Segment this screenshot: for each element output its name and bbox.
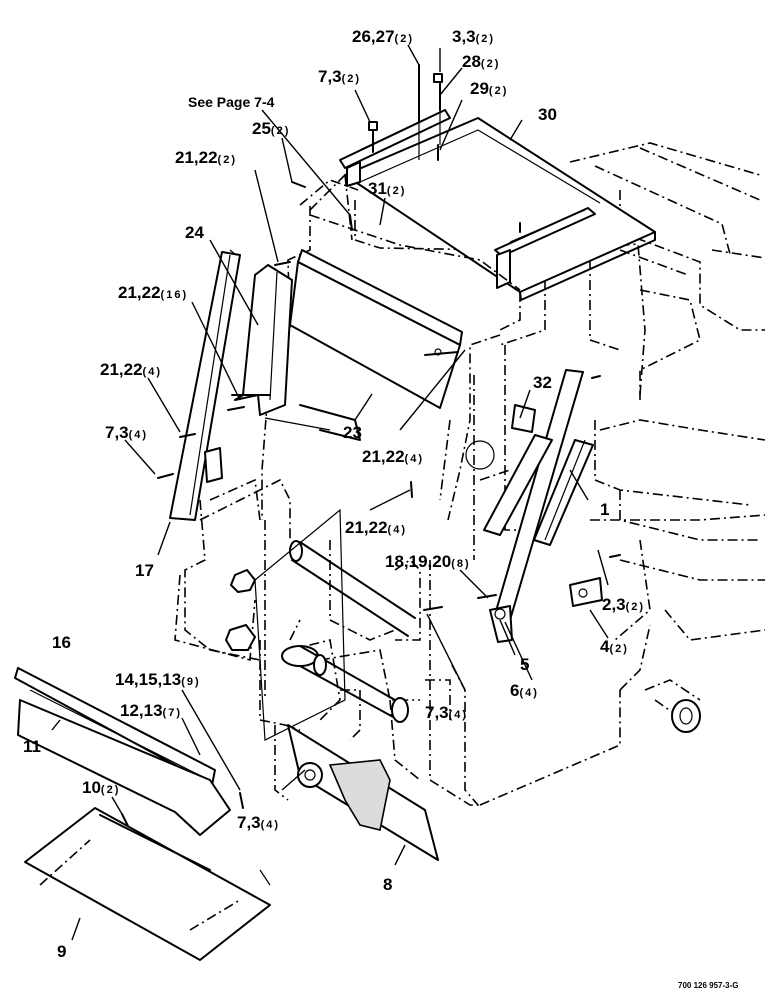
- callout-4: 4(2): [600, 637, 629, 656]
- brace-lower: [264, 404, 361, 441]
- shield-23: [289, 249, 463, 409]
- callout-labels: 26,27(2) 3,3(2) 28(2) 7,3(2) 29(2) 30 Se…: [23, 27, 739, 990]
- callout-32: 32: [533, 373, 552, 392]
- bracket-4: [569, 577, 603, 607]
- callout-21-22-c: 21,22(4): [100, 360, 162, 379]
- center-plate: [254, 508, 346, 741]
- callout-17: 17: [135, 561, 154, 580]
- callout-23: 23: [343, 423, 362, 442]
- callout-5: 5: [520, 655, 529, 674]
- callout-7-3-mid: 7,3(4): [425, 703, 468, 722]
- rail-28: [339, 109, 596, 289]
- callout-11: 11: [23, 737, 41, 756]
- callout-16: 16: [52, 633, 71, 652]
- wall-17: [169, 249, 241, 521]
- callout-30: 30: [538, 105, 557, 124]
- upper-frame: [309, 174, 521, 331]
- callout-3-3: 3,3(2): [452, 27, 495, 46]
- callout-7-3-low: 7,3(4): [237, 813, 280, 832]
- main-shaft: [281, 540, 416, 723]
- callout-29: 29(2): [470, 79, 508, 98]
- shield-8: [287, 724, 439, 861]
- sheet-9: [24, 807, 271, 961]
- callout-21-22-a: 21,22(2): [175, 148, 237, 167]
- callout-28: 28(2): [462, 52, 500, 71]
- top-bolts: [368, 64, 443, 161]
- callout-24: 24: [185, 223, 204, 242]
- callout-25: 25(2): [252, 119, 290, 138]
- callout-10: 10(2): [82, 778, 120, 797]
- right-panels: [439, 369, 594, 621]
- channel-24: [231, 264, 293, 416]
- callout-14-15-13: 14,15,13(9): [115, 670, 201, 689]
- callout-1: 1: [600, 500, 609, 519]
- callout-31: 31(2): [368, 179, 406, 198]
- left-panel: [174, 478, 301, 662]
- callout-21-22-b: 21,22(16): [118, 283, 188, 302]
- callout-7-3-left: 7,3(4): [105, 423, 148, 442]
- callout-8: 8: [383, 875, 392, 894]
- leader-lines: [51, 44, 609, 941]
- axle-hub: [644, 679, 701, 733]
- callout-9: 9: [57, 942, 66, 961]
- callout-2-3: 2,3(2): [602, 595, 645, 614]
- callout-6: 6(4): [510, 681, 539, 700]
- callout-12-13: 12,13(7): [120, 701, 182, 720]
- callout-26-27: 26,27(2): [352, 27, 414, 46]
- callout-18-19-20: 18,19,20(8): [385, 552, 471, 571]
- drawing-code: 700 126 957-3-G: [678, 981, 739, 990]
- guard-11-16: [14, 667, 231, 836]
- page-reference: See Page 7-4: [188, 94, 275, 110]
- callout-21-22-d: 21,22(4): [362, 447, 424, 466]
- callout-7-3-top: 7,3(2): [318, 67, 361, 86]
- callout-21-22-e: 21,22(4): [345, 518, 407, 537]
